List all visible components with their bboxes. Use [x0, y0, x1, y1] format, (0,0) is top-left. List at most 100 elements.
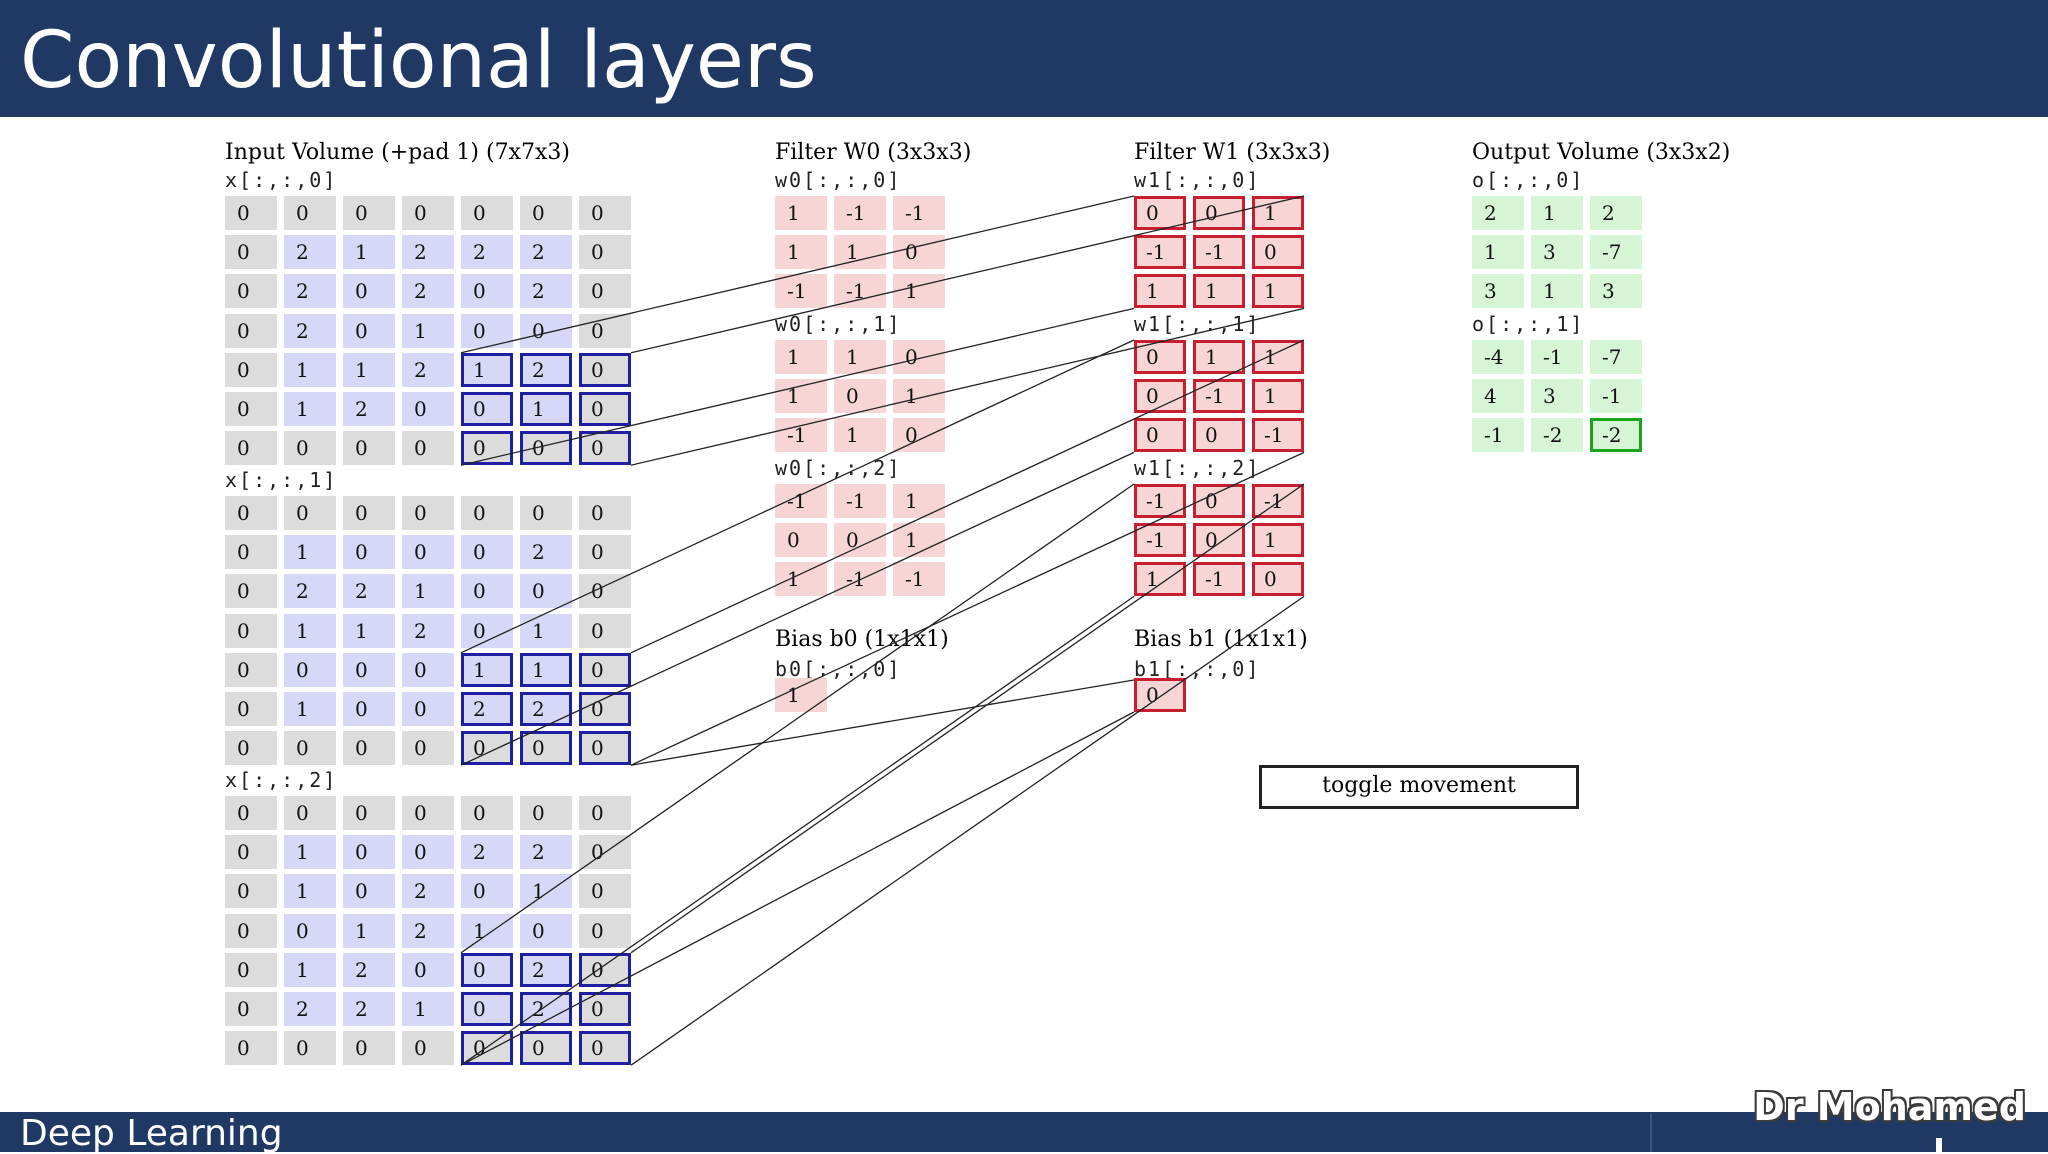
filter-w0-cell: -1	[893, 562, 945, 597]
input-volume-cell: 0	[402, 796, 454, 830]
input-volume-cell: 0	[343, 496, 395, 530]
filter-w1-cell: -1	[1193, 235, 1245, 270]
input-volume-cell: 0	[225, 274, 277, 309]
filter-w1-cell: -1	[1134, 484, 1186, 518]
input-volume-cell: 1	[343, 235, 395, 270]
filter-w1-cell: 1	[1252, 340, 1304, 374]
input-volume-cell: 0	[402, 835, 454, 870]
input-volume-cell: 0	[225, 652, 277, 687]
output-volume-cell: -2	[1531, 418, 1583, 453]
filter-w0-cell: -1	[775, 484, 827, 518]
output-volume-cell: 4	[1472, 379, 1524, 414]
input-volume-cell: 0	[579, 574, 631, 609]
input-volume-cell: 0	[343, 874, 395, 909]
input-volume-cell: 2	[402, 235, 454, 270]
input-volume-cell: 0	[225, 313, 277, 348]
input-volume-cell: 0	[520, 1031, 572, 1066]
output-volume-cell: 2	[1590, 196, 1642, 230]
input-volume-cell: 0	[343, 731, 395, 766]
input-volume-cell: 1	[284, 692, 336, 726]
filter-w0-cell: 0	[893, 235, 945, 270]
input-volume-cell: 0	[520, 574, 572, 609]
input-volume-cell: 0	[284, 731, 336, 766]
input-volume-cell: 0	[343, 652, 395, 687]
input-volume-cell: 0	[225, 235, 277, 270]
input-volume-cell: 0	[402, 392, 454, 426]
input-volume-cell: 0	[461, 574, 513, 609]
input-volume-cell: 1	[284, 613, 336, 648]
input-volume-cell: 0	[402, 952, 454, 987]
input-volume-cell: 1	[520, 392, 572, 426]
input-volume-cell: 1	[284, 952, 336, 987]
input-volume-cell: 2	[520, 352, 572, 387]
input-volume-cell: 0	[225, 1031, 277, 1066]
toggle-movement-button[interactable]: toggle movement	[1259, 765, 1579, 809]
input-volume-cell: 2	[520, 835, 572, 870]
filter-w0-cell: 1	[893, 274, 945, 309]
input-volume-cell: 2	[402, 274, 454, 309]
output-slice-label: o[:,:,0]	[1472, 168, 1585, 192]
input-volume-cell: 0	[343, 196, 395, 230]
input-volume-cell: 0	[225, 392, 277, 426]
bias-b0-cell: 1	[775, 678, 827, 712]
input-volume-cell: 1	[284, 392, 336, 426]
input-volume-cell: 0	[579, 992, 631, 1026]
filter-w1-cell: 1	[1193, 274, 1245, 309]
input-slice-label: x[:,:,0]	[225, 168, 338, 192]
filter-w1-cell: -1	[1193, 379, 1245, 414]
filter-w0-cell: -1	[834, 562, 886, 597]
input-volume-cell: 0	[402, 496, 454, 530]
footer-divider	[1650, 1114, 1652, 1152]
input-slice-label: x[:,:,2]	[225, 768, 338, 792]
input-volume-cell: 2	[343, 574, 395, 609]
filter-w0-cell: -1	[834, 274, 886, 309]
filter-w0-cell: 1	[775, 562, 827, 597]
filter-w1-cell: 0	[1252, 235, 1304, 270]
slide-header: Convolutional layers	[0, 0, 2048, 117]
filter-w0-cell: 1	[775, 340, 827, 374]
filter-w0-cell: -1	[834, 484, 886, 518]
filter-w0-cell: 1	[893, 484, 945, 518]
output-volume-cell: 3	[1531, 379, 1583, 414]
input-volume-cell: 0	[225, 196, 277, 230]
input-volume-cell: 2	[343, 392, 395, 426]
output-volume-cell: 1	[1531, 196, 1583, 230]
filter-w0-cell: 1	[775, 379, 827, 414]
filter-w1-cell: -1	[1252, 484, 1304, 518]
input-volume-cell: 0	[520, 496, 572, 530]
input-volume-cell: 0	[343, 274, 395, 309]
input-volume-cell: 0	[579, 874, 631, 909]
input-volume-cell: 1	[343, 352, 395, 387]
input-volume-cell: 0	[461, 952, 513, 987]
filter-w1-cell: 0	[1134, 418, 1186, 453]
input-volume-cell: 0	[284, 1031, 336, 1066]
filter-w0-cell: 0	[893, 340, 945, 374]
input-volume-cell: 1	[461, 352, 513, 387]
input-volume-cell: 0	[461, 313, 513, 348]
input-volume-cell: 0	[225, 352, 277, 387]
filter-w0-cell: 0	[834, 379, 886, 414]
filter-w0-cell: 1	[893, 379, 945, 414]
input-volume-cell: 1	[520, 652, 572, 687]
input-volume-cell: 2	[461, 235, 513, 270]
filter-w1-cell: -1	[1252, 418, 1304, 453]
input-volume-cell: 2	[284, 235, 336, 270]
input-volume-cell: 2	[520, 692, 572, 726]
output-volume-cell: -1	[1531, 340, 1583, 374]
input-volume-cell: 2	[402, 913, 454, 948]
filter-w0-cell: 0	[893, 418, 945, 453]
output-volume-cell: 2	[1472, 196, 1524, 230]
input-volume-cell: 0	[461, 874, 513, 909]
output-volume-cell: -1	[1590, 379, 1642, 414]
filter-w1-slice-label: w1[:,:,0]	[1134, 168, 1261, 192]
input-volume-cell: 0	[579, 235, 631, 270]
input-volume-cell: 1	[284, 535, 336, 570]
filter-w1-cell: 1	[1134, 562, 1186, 597]
filter-w1-cell: 0	[1193, 418, 1245, 453]
input-volume-cell: 0	[225, 796, 277, 830]
input-volume-cell: 2	[343, 992, 395, 1026]
filter-w1-cell: 1	[1134, 274, 1186, 309]
input-volume-cell: 0	[579, 613, 631, 648]
filter-w0-slice-label: w0[:,:,0]	[775, 168, 902, 192]
filter-w0-cell: 1	[834, 340, 886, 374]
